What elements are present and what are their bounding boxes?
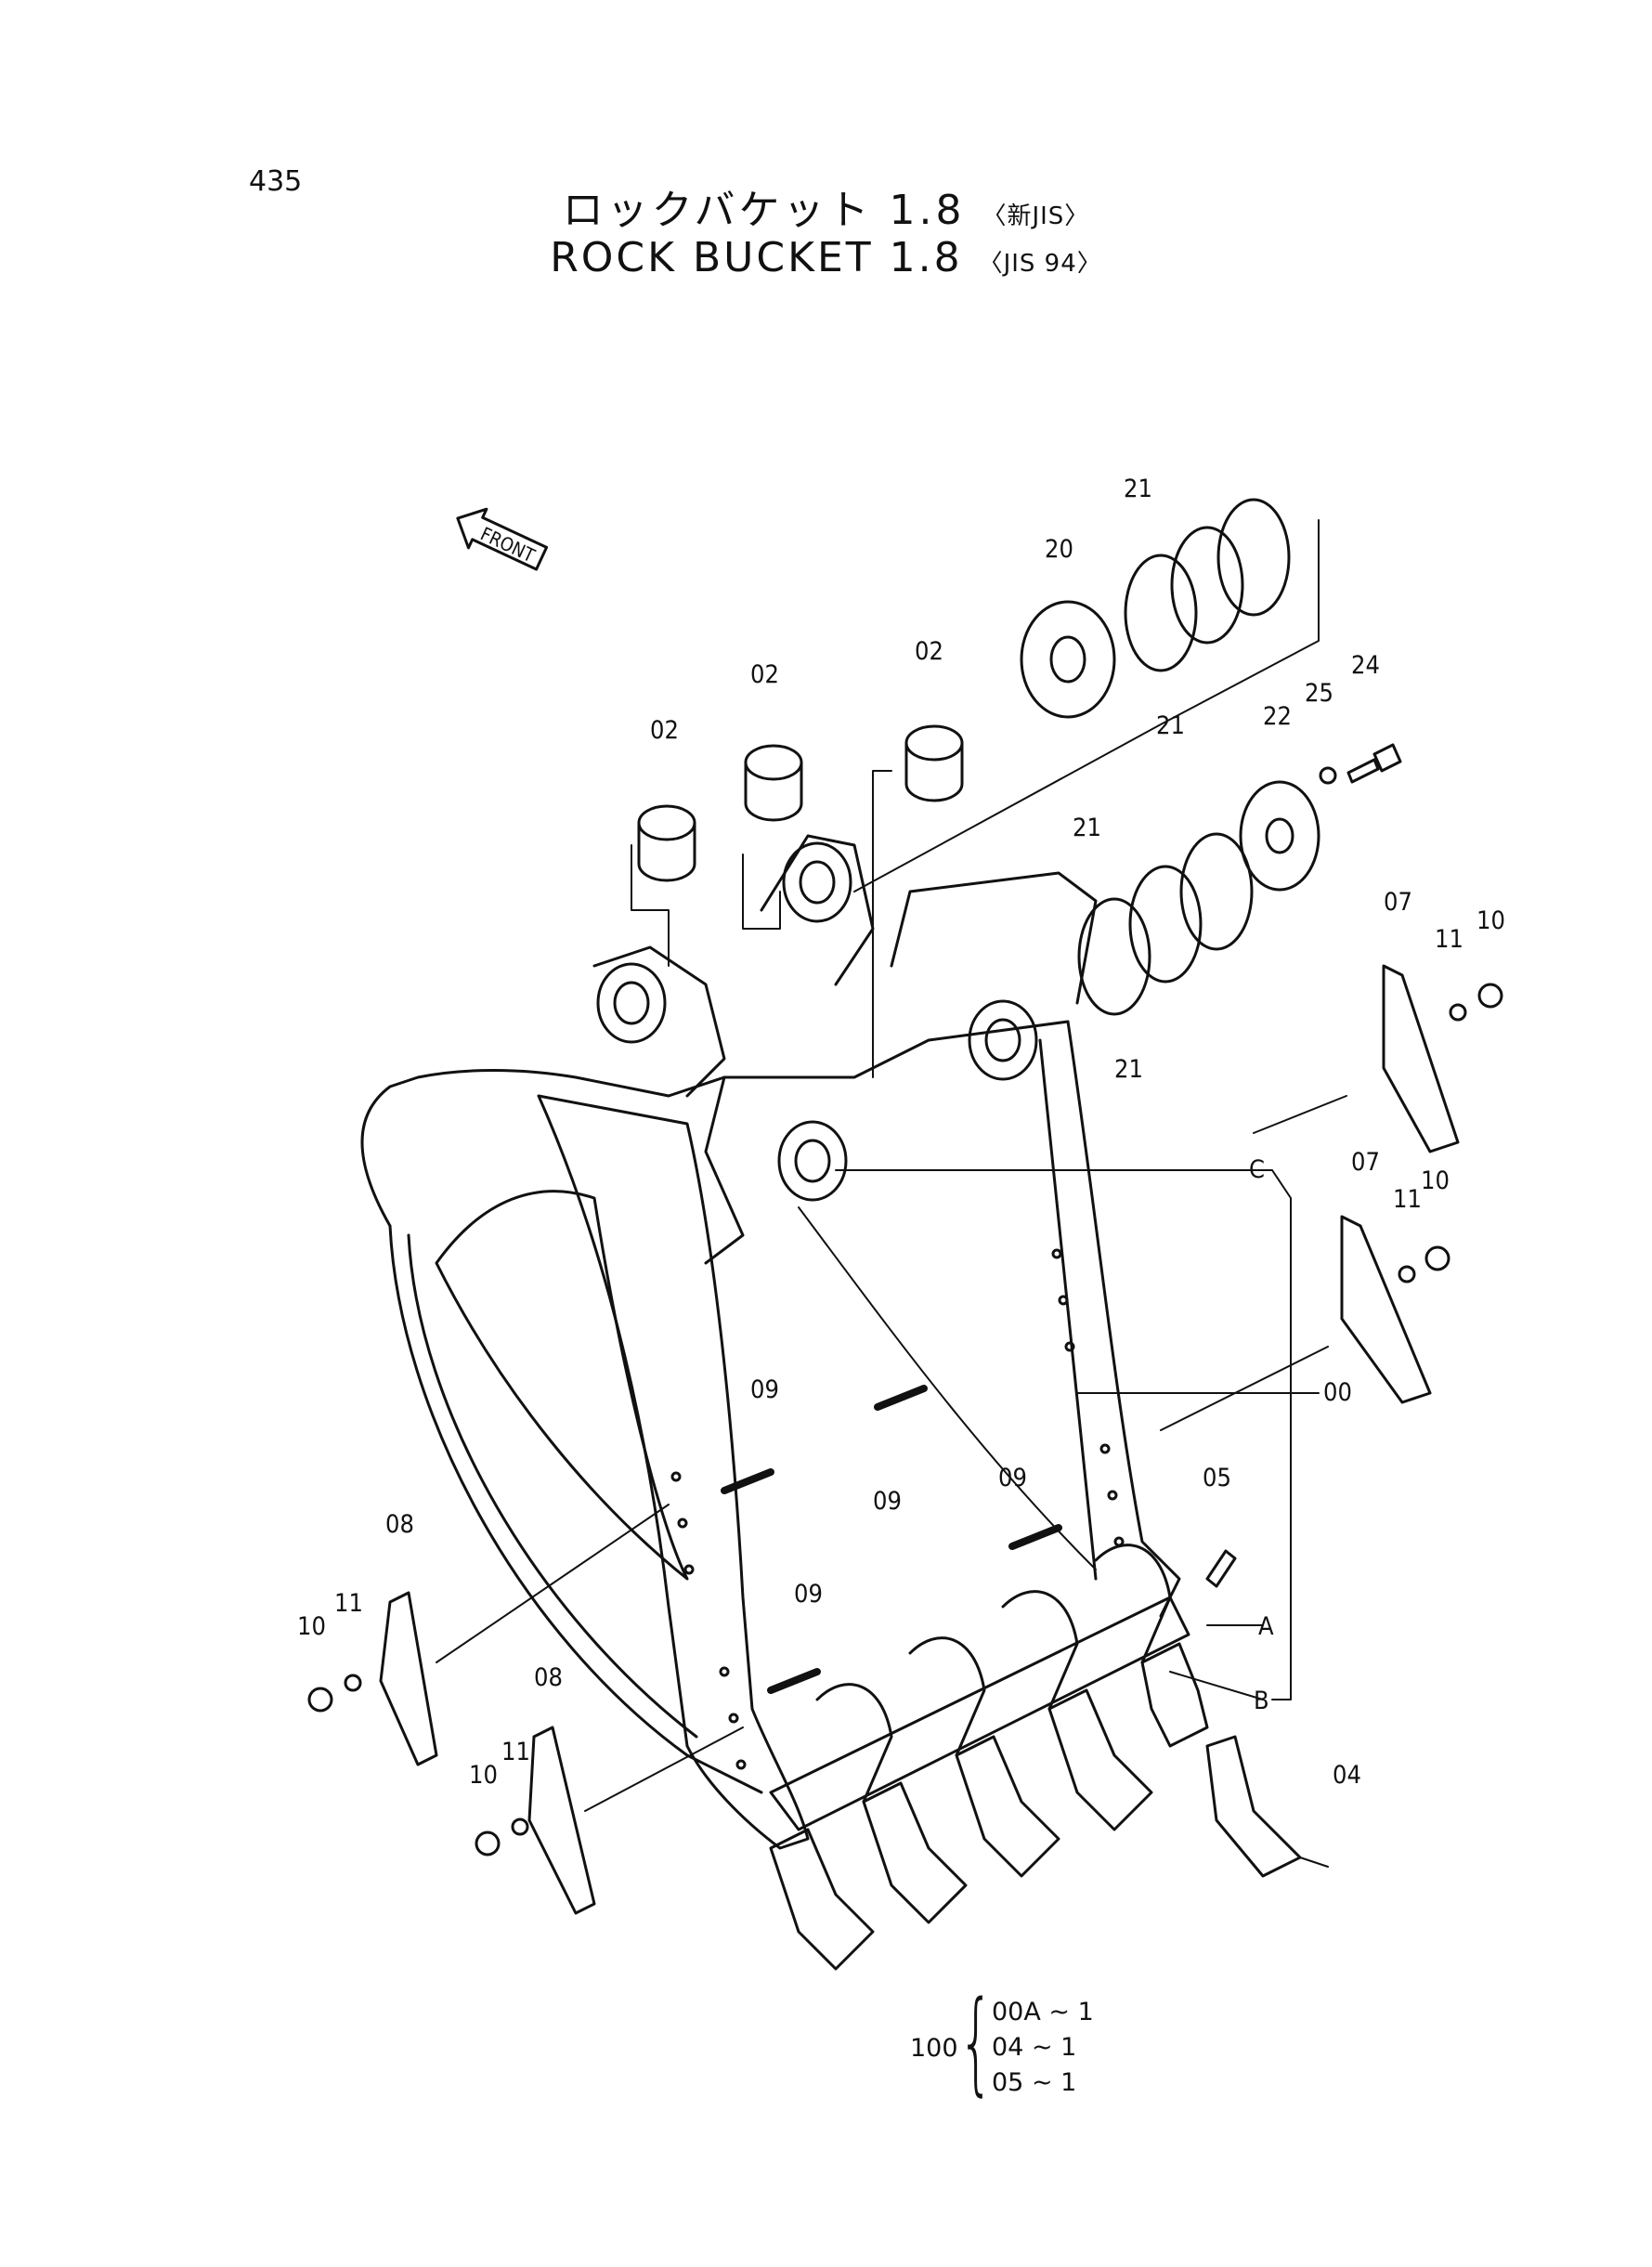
part-label-09: 09 <box>998 1464 1027 1492</box>
part-label-10: 10 <box>469 1761 498 1790</box>
part-label-22: 22 <box>1263 702 1292 731</box>
title-japanese-main: ロックバケット 1.8 <box>562 187 966 234</box>
front-arrow-icon: FRONT <box>456 507 549 571</box>
title-english: ROCK BUCKET 1.8 〈JIS 94〉 <box>0 234 1652 281</box>
kit-item: 00A ~ 1 <box>992 1998 1094 2026</box>
kit-number: 100 <box>910 2034 958 2063</box>
title-japanese-sub: 〈新JIS〉 <box>982 202 1090 230</box>
part-label-07: 07 <box>1384 888 1412 917</box>
part-label-10: 10 <box>297 1612 326 1641</box>
part-label-08: 08 <box>534 1663 563 1692</box>
part-label-11: 11 <box>1435 925 1463 954</box>
ref-label-a: A <box>1258 1612 1274 1641</box>
part-label-10: 10 <box>1476 906 1505 935</box>
kit-item: 05 ~ 1 <box>992 2068 1077 2097</box>
part-label-02: 02 <box>650 716 679 745</box>
part-label-04: 04 <box>1333 1761 1361 1790</box>
part-label-02: 02 <box>915 637 943 666</box>
part-label-11: 11 <box>1393 1185 1422 1214</box>
kit-items: 00A ~ 1 04 ~ 1 05 ~ 1 <box>992 1995 1094 2101</box>
part-label-00: 00 <box>1323 1378 1352 1407</box>
part-label-08: 08 <box>385 1510 414 1539</box>
ref-label-b: B <box>1254 1687 1269 1715</box>
detached-parts <box>307 498 1503 1915</box>
title-japanese: ロックバケット 1.8 〈新JIS〉 <box>0 176 1652 236</box>
page-number: 435 <box>249 165 303 198</box>
bucket-body <box>360 834 1190 1850</box>
part-label-07: 07 <box>1351 1148 1380 1177</box>
part-number-labels: 21 20 21 02 02 02 24 25 22 21 21 07 11 1… <box>297 475 1505 1790</box>
part-label-21: 21 <box>1124 475 1152 503</box>
part-label-09: 09 <box>873 1487 902 1516</box>
part-label-21: 21 <box>1073 814 1101 842</box>
part-label-21: 21 <box>1114 1055 1143 1084</box>
part-label-05: 05 <box>1203 1464 1231 1492</box>
ref-label-c: C <box>1249 1155 1265 1184</box>
part-label-02: 02 <box>750 660 779 689</box>
part-label-11: 11 <box>501 1738 530 1766</box>
part-label-09: 09 <box>794 1580 823 1609</box>
part-label-11: 11 <box>334 1589 363 1618</box>
title-english-sub: 〈JIS 94〉 <box>978 250 1102 278</box>
kit-item: 04 ~ 1 <box>992 2033 1077 2062</box>
title-english-main: ROCK BUCKET 1.8 <box>550 234 963 281</box>
part-label-25: 25 <box>1305 679 1333 708</box>
part-label-10: 10 <box>1421 1166 1450 1195</box>
part-label-24: 24 <box>1351 651 1380 680</box>
part-label-20: 20 <box>1045 535 1073 564</box>
part-label-21: 21 <box>1156 711 1185 740</box>
bucket-teeth <box>769 1544 1209 1971</box>
part-label-09: 09 <box>750 1375 779 1404</box>
leader-lines <box>436 519 1347 1868</box>
brace-icon: { <box>958 1978 995 2107</box>
